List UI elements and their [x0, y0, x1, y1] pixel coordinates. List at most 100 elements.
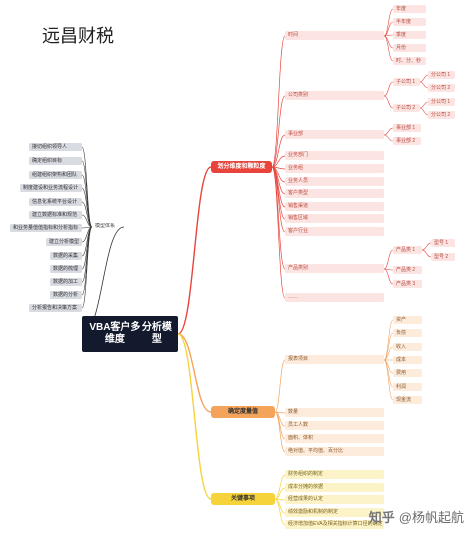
connector-dimension-item — [271, 155, 286, 168]
model-item: 型号 1 — [431, 239, 455, 247]
branch-office: 分公司 1 — [428, 98, 455, 106]
connector-subsidiary-office — [419, 81, 429, 89]
dim-product: 产品类别 — [285, 264, 384, 273]
left-item: 数据的分析 — [50, 291, 82, 299]
dim-item: 业务组 — [285, 164, 384, 173]
measure-item: 面积、体积 — [285, 434, 384, 443]
connector-left-item — [81, 160, 93, 228]
left-item: 分析报告和决策方案 — [29, 304, 82, 312]
key-matter-item: 经济增加值EVA及相关指标计算口径的确定 — [285, 520, 384, 529]
connector-report-item — [383, 346, 394, 361]
connector-report-item — [383, 332, 394, 361]
business-unit-item: 事业部 1 — [393, 124, 421, 132]
connector-root-dimension — [177, 166, 212, 335]
product-class-1: 产品类 1 — [393, 246, 422, 254]
connector-key-item — [274, 474, 286, 500]
dim-item: 销售渠道 — [285, 202, 384, 211]
branch-office: 分公司 2 — [428, 84, 455, 92]
connector-company-subsidiary — [383, 81, 394, 97]
left-item: 建立数据标准和规范 — [29, 211, 82, 219]
connector-time-item — [383, 21, 394, 37]
dim-item: 业务部门 — [285, 151, 384, 160]
model-item: 型号 2 — [431, 253, 455, 261]
connector-time-item — [383, 35, 394, 49]
time-item: 季度 — [393, 31, 426, 39]
left-item: 接切组织领导人 — [29, 143, 82, 151]
dim-company: 公司类别 — [285, 91, 384, 100]
left-item: 制度建设和业务流程设计 — [20, 184, 82, 192]
left-item: 数据的采集 — [50, 252, 82, 260]
connector-root-key — [177, 333, 212, 500]
root-line-2: 分析模型 — [141, 321, 172, 346]
root-node: VBA客户多维度 分析模型 — [82, 316, 178, 352]
dim-time: 时间 — [285, 31, 384, 40]
connector-company-subsidiary — [383, 95, 394, 109]
dim-item: 客户类型 — [285, 189, 384, 198]
connector-dimension-item — [271, 95, 286, 168]
report-item: 负债 — [393, 329, 422, 337]
connector-product-model — [421, 249, 432, 258]
page-title: 远昌财税 — [42, 26, 114, 46]
dim-item: 业务人员 — [285, 177, 384, 186]
report-item: 利润 — [393, 383, 422, 391]
left-group-label: 模型体系 — [95, 223, 116, 229]
key-matter-item: 成本分摊的依据 — [285, 483, 384, 492]
report-item: 费用 — [393, 369, 422, 377]
connector-measure-item — [274, 411, 286, 453]
key-matter-item: 绩效激励和机制的制定 — [285, 508, 384, 517]
dim-business-unit: 事业部 — [285, 130, 384, 139]
left-item: 组建组织架构和团队 — [29, 171, 82, 179]
connector-report-item — [383, 359, 394, 401]
dim-item: 客户行业 — [285, 227, 384, 236]
connector-key-item — [274, 498, 286, 526]
branch-office: 分公司 2 — [428, 111, 455, 119]
subsidiary-2: 子公司 2 — [393, 104, 420, 112]
measure-item: 绝对值、平均值、百分比 — [285, 447, 384, 456]
measure-item: 数量 — [285, 408, 384, 417]
connector-dimension-item — [271, 166, 286, 270]
connector-root-measure — [177, 333, 212, 413]
product-class-2: 产品类 2 — [393, 266, 422, 274]
time-item: 半年度 — [393, 18, 426, 26]
report-item: 成本 — [393, 356, 422, 364]
report-item: 现金流 — [393, 396, 422, 404]
subsidiary-1: 子公司 1 — [393, 78, 420, 86]
connector-report-item — [383, 359, 394, 388]
connector-product-class — [383, 268, 394, 285]
connector-measure-item — [274, 359, 286, 413]
left-item: 确定组织目标 — [29, 157, 82, 165]
left-item: 数据的梳理 — [50, 265, 82, 273]
time-item: 年度 — [393, 5, 426, 13]
connector-subsidiary-office — [419, 107, 429, 116]
key-matter-item: 经营成果的认定 — [285, 495, 384, 504]
watermark-author: @杨帆起航 — [398, 510, 464, 525]
time-item: 月份 — [393, 44, 426, 52]
connector-left-item — [81, 201, 93, 228]
connector-product-class — [383, 249, 394, 270]
connector-left-item — [81, 174, 93, 228]
time-item: 时、分、秒 — [393, 57, 426, 65]
connector-left-item — [81, 226, 93, 296]
left-item: 数据的加工 — [50, 278, 82, 286]
connector-left-item — [81, 214, 93, 228]
measure-item: 员工人数 — [285, 421, 384, 430]
connector-time-item — [383, 35, 394, 62]
connector-dimension-item — [271, 35, 286, 168]
connector-business-unit-item — [383, 134, 394, 142]
connector-product-model — [421, 242, 432, 251]
branch-key-matters: 关键事项 — [211, 493, 275, 505]
left-item: 和业务量值值指标和分析指标 — [10, 224, 82, 232]
business-unit-item: 事业部 2 — [393, 137, 421, 145]
branch-dimension: 划分维度和颗粒度 — [211, 161, 272, 173]
connector-dimension-item — [271, 166, 286, 299]
connector-left-item — [81, 226, 93, 309]
key-matter-item: 财务组织的制定 — [285, 470, 384, 479]
connector-time-item — [383, 8, 394, 37]
connector-left-item — [81, 187, 93, 228]
left-item: 建立分析模型 — [46, 238, 82, 246]
watermark-site: 知乎 — [368, 510, 395, 525]
report-item: 收入 — [393, 343, 422, 351]
connector-subsidiary-office — [419, 74, 429, 83]
product-class-3: 产品类 3 — [393, 280, 422, 288]
branch-measure: 确定度量值 — [211, 406, 275, 418]
